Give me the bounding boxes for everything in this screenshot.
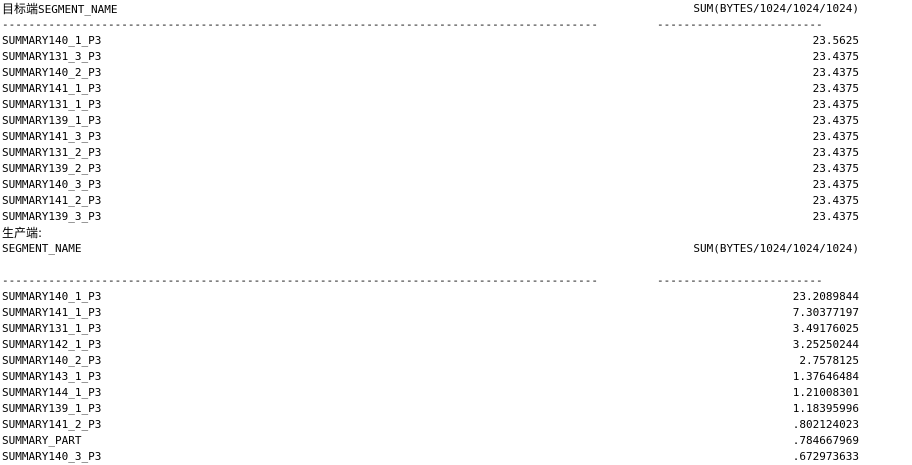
size-gb: 23.4375 (812, 146, 859, 159)
table-row: SUMMARY140_3_P3 .672973633 (2, 449, 910, 465)
separator-col1: ----------------------------------------… (2, 274, 599, 287)
section1-col2-header: SUM(BYTES/1024/1024/1024) (693, 2, 859, 15)
size-gb: 23.4375 (812, 82, 859, 95)
section2-label-row: 生产端: (2, 225, 910, 241)
section2-separator: ----------------------------------------… (2, 273, 910, 289)
table-row: SUMMARY143_1_P3 1.37646484 (2, 369, 910, 385)
size-gb: 1.21008301 (792, 386, 859, 399)
size-gb: 23.4375 (812, 178, 859, 191)
section2-col1-header: SEGMENT_NAME (2, 242, 82, 255)
separator-col1: ----------------------------------------… (2, 18, 599, 31)
size-gb: 23.4375 (812, 98, 859, 111)
size-gb: .784667969 (792, 434, 859, 447)
segment-name: SUMMARY141_3_P3 (2, 130, 102, 143)
segment-name: SUMMARY139_1_P3 (2, 402, 102, 415)
table-row: SUMMARY139_1_P3 1.18395996 (2, 401, 910, 417)
table-row: SUMMARY140_3_P3 23.4375 (2, 177, 910, 193)
section1-col1-header: SEGMENT_NAME (38, 3, 118, 16)
size-gb: 23.4375 (812, 210, 859, 223)
separator-col2: ------------------------- (657, 18, 823, 31)
segment-name: SUMMARY140_2_P3 (2, 66, 102, 79)
segment-name: SUMMARY139_2_P3 (2, 162, 102, 175)
table-row: SUMMARY_PART .784667969 (2, 433, 910, 449)
segment-name: SUMMARY131_1_P3 (2, 322, 102, 335)
section2-col2-header: SUM(BYTES/1024/1024/1024) (693, 242, 859, 255)
size-gb: 3.49176025 (792, 322, 859, 335)
table-row: SUMMARY142_1_P3 3.25250244 (2, 337, 910, 353)
section2-blank (2, 257, 910, 273)
segment-name: SUMMARY140_3_P3 (2, 450, 102, 463)
table-row: SUMMARY131_1_P3 3.49176025 (2, 321, 910, 337)
table-row: SUMMARY144_1_P3 1.21008301 (2, 385, 910, 401)
size-gb: 2.7578125 (799, 354, 859, 367)
segment-name: SUMMARY_PART (2, 434, 82, 447)
table-row: SUMMARY139_1_P3 23.4375 (2, 113, 910, 129)
size-gb: 23.5625 (812, 34, 859, 47)
size-gb: .672973633 (792, 450, 859, 463)
size-gb: 1.37646484 (792, 370, 859, 383)
table-row: SUMMARY141_1_P3 7.30377197 (2, 305, 910, 321)
segment-name: SUMMARY131_3_P3 (2, 50, 102, 63)
segment-name: SUMMARY131_2_P3 (2, 146, 102, 159)
section1-label: 目标端 (2, 2, 39, 16)
size-gb: 23.4375 (812, 50, 859, 63)
segment-name: SUMMARY141_2_P3 (2, 194, 102, 207)
separator-col2: ------------------------- (657, 274, 823, 287)
size-gb: 23.4375 (812, 194, 859, 207)
segment-name: SUMMARY139_3_P3 (2, 210, 102, 223)
table-row: SUMMARY131_2_P3 23.4375 (2, 145, 910, 161)
size-gb: .802124023 (792, 418, 859, 431)
segment-name: SUMMARY144_1_P3 (2, 386, 102, 399)
size-gb: 23.4375 (812, 114, 859, 127)
size-gb: 23.4375 (812, 162, 859, 175)
table-row: SUMMARY140_2_P3 2.7578125 (2, 353, 910, 369)
table-row: SUMMARY139_2_P3 23.4375 (2, 161, 910, 177)
table-row: SUMMARY139_3_P3 23.4375 (2, 209, 910, 225)
size-gb: 7.30377197 (792, 306, 859, 319)
size-gb: 23.4375 (812, 66, 859, 79)
segment-name: SUMMARY140_2_P3 (2, 354, 102, 367)
table-row: SUMMARY140_1_P3 23.2089844 (2, 289, 910, 305)
section2-label: 生产端: (2, 226, 43, 240)
segment-name: SUMMARY142_1_P3 (2, 338, 102, 351)
size-gb: 23.4375 (812, 130, 859, 143)
table-row: SUMMARY141_2_P3 23.4375 (2, 193, 910, 209)
segment-name: SUMMARY140_1_P3 (2, 290, 102, 303)
segment-name: SUMMARY141_1_P3 (2, 306, 102, 319)
size-gb: 3.25250244 (792, 338, 859, 351)
table-row: SUMMARY141_1_P3 23.4375 (2, 81, 910, 97)
table-row: SUMMARY140_2_P3 23.4375 (2, 65, 910, 81)
section1-separator: ----------------------------------------… (2, 17, 910, 33)
segment-name: SUMMARY143_1_P3 (2, 370, 102, 383)
segment-name: SUMMARY141_2_P3 (2, 418, 102, 431)
segment-name: SUMMARY131_1_P3 (2, 98, 102, 111)
table-row: SUMMARY140_1_P3 23.5625 (2, 33, 910, 49)
segment-name: SUMMARY139_1_P3 (2, 114, 102, 127)
segment-name: SUMMARY140_3_P3 (2, 178, 102, 191)
segment-name: SUMMARY140_1_P3 (2, 34, 102, 47)
table-row: SUMMARY131_3_P3 23.4375 (2, 49, 910, 65)
size-gb: 1.18395996 (792, 402, 859, 415)
section2-header: SEGMENT_NAME SUM(BYTES/1024/1024/1024) (2, 241, 910, 257)
section1-header: 目标端SEGMENT_NAME SUM(BYTES/1024/1024/1024… (2, 1, 910, 17)
table-row: SUMMARY141_3_P3 23.4375 (2, 129, 910, 145)
table-row: SUMMARY131_1_P3 23.4375 (2, 97, 910, 113)
table-row: SUMMARY141_2_P3 .802124023 (2, 417, 910, 433)
size-gb: 23.2089844 (792, 290, 859, 303)
segment-name: SUMMARY141_1_P3 (2, 82, 102, 95)
